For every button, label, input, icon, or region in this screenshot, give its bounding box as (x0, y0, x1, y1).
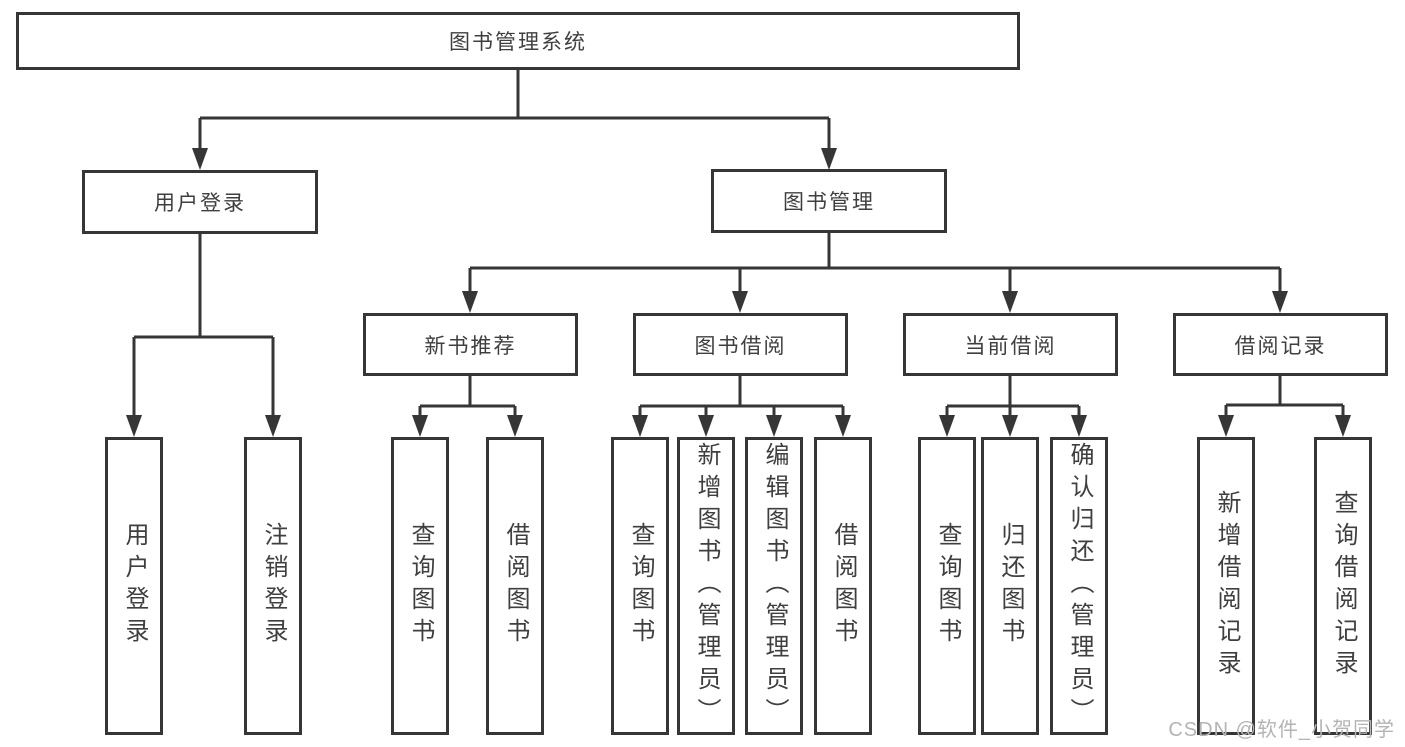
leaf-query-books-recommend-label: 查询图书 (407, 522, 434, 650)
leaf-edit-book-admin: 编辑图书（管理员） (745, 437, 803, 735)
leaf-query-books-current-label: 查询图书 (934, 522, 961, 650)
leaf-return-book-label: 归还图书 (997, 522, 1024, 650)
node-new-book-recommend: 新书推荐 (363, 313, 578, 376)
leaf-query-borrow-record-label: 查询借阅记录 (1330, 490, 1357, 682)
leaf-user-login: 用户登录 (105, 437, 163, 735)
leaf-borrow-books-borrow: 借阅图书 (814, 437, 872, 735)
leaf-borrow-books-borrow-label: 借阅图书 (830, 522, 857, 650)
leaf-add-book-admin-label: 新增图书（管理员） (693, 442, 720, 730)
leaf-logout: 注销登录 (244, 437, 302, 735)
leaf-query-books-current: 查询图书 (918, 437, 976, 735)
leaf-query-books-recommend: 查询图书 (391, 437, 449, 735)
leaf-borrow-books-recommend: 借阅图书 (486, 437, 544, 735)
leaf-edit-book-admin-label: 编辑图书（管理员） (761, 442, 788, 730)
leaf-query-borrow-record: 查询借阅记录 (1314, 437, 1372, 735)
node-current-borrow: 当前借阅 (903, 313, 1118, 376)
leaf-add-book-admin: 新增图书（管理员） (677, 437, 735, 735)
leaf-confirm-return-admin: 确认归还（管理员） (1050, 437, 1108, 735)
leaf-borrow-books-recommend-label: 借阅图书 (502, 522, 529, 650)
leaf-return-book: 归还图书 (981, 437, 1039, 735)
leaf-query-books-borrow: 查询图书 (611, 437, 669, 735)
leaf-query-books-borrow-label: 查询图书 (627, 522, 654, 650)
node-borrow-records: 借阅记录 (1173, 313, 1388, 376)
node-book-management: 图书管理 (711, 169, 947, 233)
leaf-user-login-label: 用户登录 (121, 522, 148, 650)
node-user-login: 用户登录 (82, 170, 318, 234)
leaf-logout-label: 注销登录 (260, 522, 287, 650)
leaf-add-borrow-record: 新增借阅记录 (1197, 437, 1255, 735)
leaf-add-borrow-record-label: 新增借阅记录 (1213, 490, 1240, 682)
leaf-confirm-return-admin-label: 确认归还（管理员） (1066, 442, 1093, 730)
node-book-borrow: 图书借阅 (633, 313, 848, 376)
root-node-system: 图书管理系统 (16, 12, 1020, 70)
